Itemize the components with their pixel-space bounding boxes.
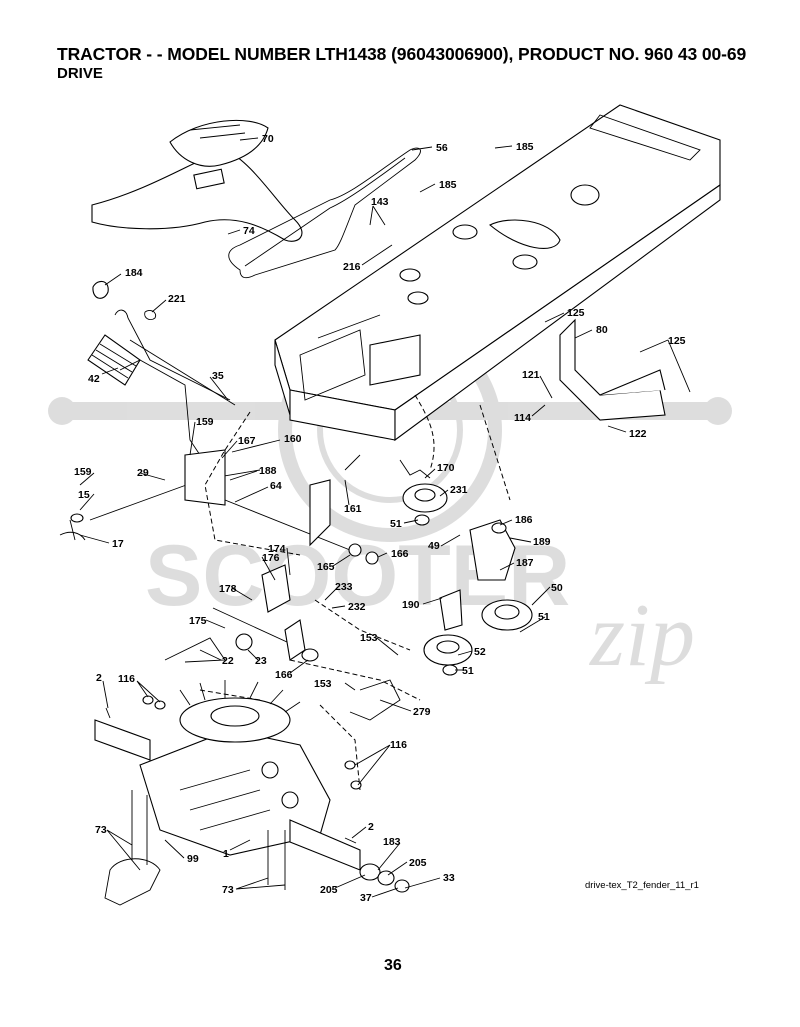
part-label: 216 — [343, 261, 361, 273]
transaxle-1 — [94, 680, 410, 906]
part-label: 161 — [344, 503, 362, 515]
part-label: 23 — [255, 655, 267, 667]
svg-text:zip: zip — [588, 586, 695, 685]
linkage-rods — [59, 449, 401, 721]
part-label: 279 — [413, 706, 431, 718]
part-label: 125 — [668, 335, 686, 347]
part-label: 122 — [629, 428, 647, 440]
tractor-frame — [274, 104, 721, 442]
part-label: 73 — [222, 884, 234, 896]
part-label: 166 — [275, 669, 293, 681]
part-label: 49 — [428, 540, 440, 552]
part-label: 33 — [443, 872, 455, 884]
part-label: 160 — [284, 433, 302, 445]
part-label: 183 — [383, 836, 401, 848]
part-label: 17 — [112, 538, 124, 550]
part-label: 80 — [596, 324, 608, 336]
section-subtitle: DRIVE — [57, 65, 103, 82]
part-label: 116 — [118, 673, 135, 685]
part-label: 153 — [360, 632, 378, 644]
part-label: 190 — [402, 599, 420, 611]
part-label: 37 — [360, 892, 372, 904]
part-label: 52 — [474, 646, 486, 658]
part-label: 221 — [168, 293, 186, 305]
part-label: 56 — [436, 142, 448, 154]
part-label: 187 — [516, 557, 534, 569]
part-label: 165 — [317, 561, 335, 573]
belt-routing-lines — [199, 394, 511, 791]
part-label: 22 — [222, 655, 234, 667]
part-label: 189 — [533, 536, 551, 548]
part-label: 178 — [219, 583, 237, 595]
part-label: 15 — [78, 489, 90, 501]
part-label: 185 — [439, 179, 457, 191]
part-label: 143 — [371, 196, 389, 208]
part-label: 188 — [259, 465, 277, 477]
part-label: 166 — [391, 548, 409, 560]
part-label: 205 — [320, 884, 338, 896]
part-label: 114 — [514, 412, 531, 424]
part-label: 51 — [538, 611, 550, 623]
part-label: 175 — [189, 615, 207, 627]
part-label: 35 — [212, 370, 224, 382]
page-number: 36 — [384, 957, 402, 974]
bracket-80 — [559, 318, 666, 421]
brake-pedal-assembly — [87, 280, 236, 456]
pulleys — [399, 459, 533, 676]
part-label: 1 — [223, 848, 229, 860]
part-label: 116 — [390, 739, 407, 751]
part-label: 51 — [462, 665, 474, 677]
part-label: 99 — [187, 853, 199, 865]
part-label: 205 — [409, 857, 427, 869]
part-label: 170 — [437, 462, 455, 474]
part-label: 184 — [125, 267, 143, 279]
part-label: 159 — [196, 416, 214, 428]
part-label: 42 — [88, 373, 100, 385]
part-label: 51 — [390, 518, 402, 530]
part-label: 153 — [314, 678, 332, 690]
part-label: 70 — [262, 133, 274, 145]
leader-lines — [79, 137, 691, 898]
part-label: 64 — [270, 480, 282, 492]
part-label: 121 — [522, 369, 540, 381]
drive-belt-56 — [228, 147, 421, 279]
part-label: 2 — [368, 821, 374, 833]
part-label: 174 — [268, 543, 286, 555]
part-label: 29 — [137, 467, 149, 479]
part-label: 73 — [95, 824, 107, 836]
part-label: 186 — [515, 514, 533, 526]
part-label: 2 — [96, 672, 102, 684]
drawing-reference: drive-tex_T2_fender_11_r1 — [585, 880, 699, 891]
part-label: 167 — [238, 435, 256, 447]
part-label: 231 — [450, 484, 468, 496]
page-title: TRACTOR - - MODEL NUMBER LTH1438 (960430… — [57, 44, 747, 64]
fender — [91, 119, 303, 242]
part-label: 159 — [74, 466, 92, 478]
part-label: 125 — [567, 307, 585, 319]
part-label: 233 — [335, 581, 353, 593]
part-label: 232 — [348, 601, 366, 613]
part-label: 50 — [551, 582, 563, 594]
part-label: 185 — [516, 141, 534, 153]
part-label: 74 — [243, 225, 255, 237]
part-label: 176 — [262, 552, 280, 564]
part-labels: 70 56 185 185 143 74 216 184 221 125 80 … — [74, 133, 686, 904]
